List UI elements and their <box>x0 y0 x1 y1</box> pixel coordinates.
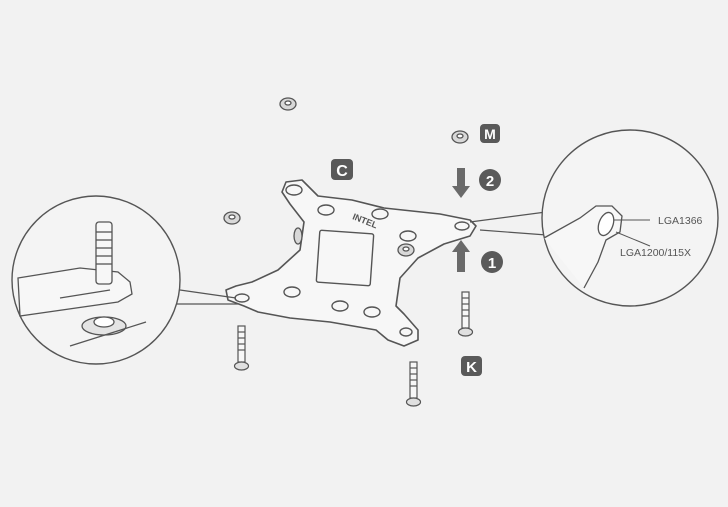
arrow-down-icon <box>452 168 470 198</box>
step-2-badge: 2 <box>479 169 501 191</box>
intel-backplate <box>225 179 477 347</box>
step-2-label: 2 <box>486 173 494 190</box>
part-c-label: C <box>336 163 348 180</box>
arrow-up-icon <box>452 240 470 272</box>
part-k-label: K <box>466 359 477 376</box>
step-1-label: 1 <box>488 255 496 272</box>
socket-label-1366: LGA1366 <box>658 215 703 227</box>
nut-washer-1 <box>279 97 297 111</box>
screw-1 <box>233 325 250 371</box>
step-1-badge: 1 <box>481 251 503 273</box>
right-detail-callout: LGA1366 LGA1200/115X <box>469 129 719 307</box>
nut-washer-5 <box>293 227 303 245</box>
socket-label-1200: LGA1200/115X <box>620 247 691 259</box>
part-c-badge: C <box>331 159 353 180</box>
nut-washer-2 <box>451 130 469 144</box>
screw-2 <box>405 361 422 407</box>
part-m-label: M <box>484 126 496 142</box>
screw-3 <box>457 291 474 337</box>
part-k-badge: K <box>461 356 482 376</box>
nut-washer-4 <box>397 243 415 257</box>
left-detail-callout <box>11 195 238 365</box>
part-m-badge: M <box>480 124 500 143</box>
nut-washer-3 <box>223 211 241 225</box>
